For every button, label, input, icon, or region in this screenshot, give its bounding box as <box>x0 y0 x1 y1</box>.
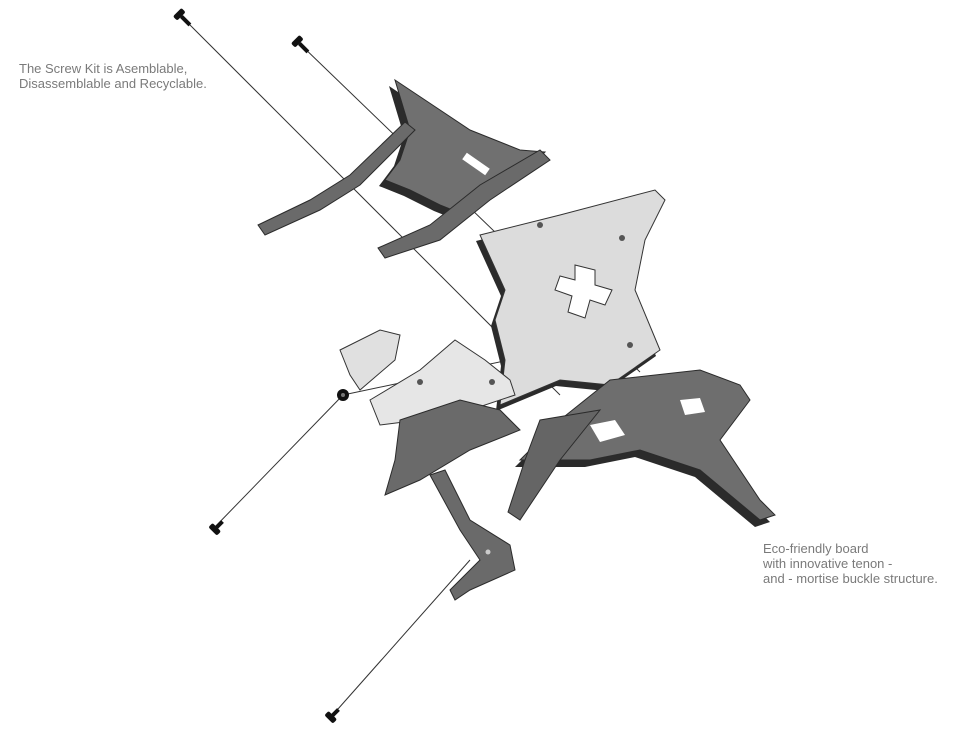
caption-line: with innovative tenon - <box>763 556 893 571</box>
screw-icon <box>337 389 349 401</box>
caption-line: The Screw Kit is Asemblable, <box>19 61 188 76</box>
upper-left-leg <box>257 121 416 236</box>
central-light-plate <box>476 189 666 411</box>
board-caption: Eco-friendly board with innovative tenon… <box>763 541 938 586</box>
screw-icon <box>325 708 340 723</box>
screws <box>173 8 349 723</box>
middle-left-light-parts <box>339 329 516 426</box>
caption-line: Eco-friendly board <box>763 541 869 556</box>
caption-line: and - mortise buckle structure. <box>763 571 938 586</box>
caption-line: Disassemblable and Recyclable. <box>19 76 207 91</box>
upper-right-leg <box>377 149 551 259</box>
screw-icon <box>291 35 310 54</box>
screw-icon <box>173 8 192 27</box>
screw-icon <box>209 520 224 535</box>
bottom-leg <box>429 469 516 601</box>
axis-line-4 <box>329 559 471 719</box>
lower-center-dark-plate <box>384 399 602 521</box>
axis-line-3 <box>211 394 344 531</box>
screw-kit-caption: The Screw Kit is Asemblable, Disassembla… <box>19 61 207 91</box>
